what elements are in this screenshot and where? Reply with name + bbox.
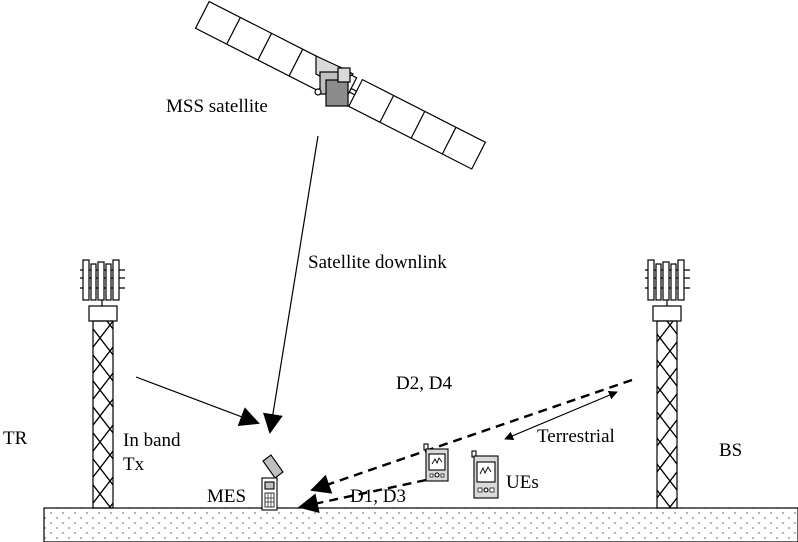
bs-label: BS (719, 440, 742, 461)
ground (43, 507, 798, 542)
handheld-ue-icon (423, 443, 449, 482)
terrestrial-link-arrow (504, 390, 618, 441)
handheld-ue-icon (471, 450, 499, 499)
satellite-downlink-label: Satellite downlink (308, 252, 447, 273)
tr-label: TR (3, 428, 28, 449)
transmitter-tower-icon (80, 259, 125, 509)
ues-label: UEs (506, 472, 539, 493)
tx-label: Tx (123, 454, 145, 475)
satellite-icon (194, 0, 487, 170)
d2-d4-dashed-arrow (310, 378, 633, 494)
satellite-downlink-arrow (263, 135, 319, 434)
mobile-earth-station-icon (261, 454, 284, 511)
d1-d3-dashed-arrow (298, 478, 427, 514)
in-band-label: In band (123, 430, 181, 451)
terrestrial-label: Terrestrial (537, 426, 615, 447)
d2-d4-label: D2, D4 (396, 373, 452, 394)
satellite-label: MSS satellite (166, 96, 268, 117)
d1-d3-label: D1, D3 (350, 486, 406, 507)
mes-label: MES (207, 486, 246, 507)
base-station-tower-icon (645, 259, 690, 509)
in-band-tx-arrow (135, 376, 260, 427)
